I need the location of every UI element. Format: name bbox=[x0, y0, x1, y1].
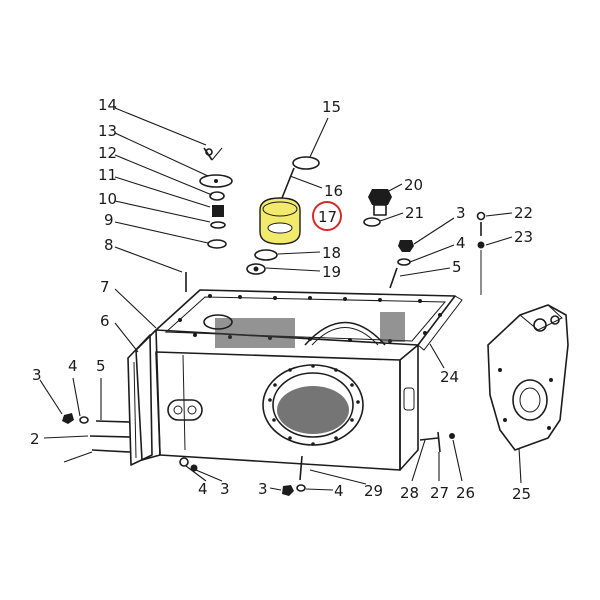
bolt-group-right-top bbox=[389, 240, 414, 289]
washer-part-21 bbox=[363, 217, 381, 227]
callout-15: 15 bbox=[322, 98, 341, 116]
callout-28: 28 bbox=[400, 484, 419, 502]
studs-parts-26-28 bbox=[419, 431, 455, 453]
callout-21: 21 bbox=[405, 204, 424, 222]
plug-part-20 bbox=[368, 189, 392, 216]
callout-labels: 14 13 12 11 10 9 8 7 6 3 4 5 2 15 16 17 … bbox=[30, 96, 533, 503]
callout-3-bottom-center: 3 bbox=[258, 480, 268, 498]
callout-12: 12 bbox=[98, 144, 117, 162]
bolt-group-left bbox=[62, 413, 131, 453]
callout-5-left: 5 bbox=[96, 357, 106, 375]
callout-3-right: 3 bbox=[456, 204, 466, 222]
callout-8: 8 bbox=[104, 236, 114, 254]
bearing-part-17 bbox=[259, 197, 301, 245]
callout-13: 13 bbox=[98, 122, 117, 140]
callout-11: 11 bbox=[98, 166, 117, 184]
callout-25: 25 bbox=[512, 485, 531, 503]
callout-24: 24 bbox=[440, 368, 459, 386]
callout-3-bottom-left: 3 bbox=[220, 480, 230, 498]
callout-4-bottom-left: 4 bbox=[198, 480, 208, 498]
callout-7: 7 bbox=[100, 278, 110, 296]
ring-part-18 bbox=[254, 249, 278, 261]
callout-18: 18 bbox=[322, 244, 341, 262]
left-gasket bbox=[127, 334, 153, 466]
callout-19: 19 bbox=[322, 263, 341, 281]
callout-4-bottom-center: 4 bbox=[334, 482, 344, 500]
nut-part-19 bbox=[246, 263, 266, 275]
bolt-group-bottom-left bbox=[179, 457, 198, 472]
callout-6: 6 bbox=[100, 312, 110, 330]
filler-assembly-parts-9-14 bbox=[199, 147, 233, 249]
callout-27: 27 bbox=[430, 484, 449, 502]
bolt-group-bottom-center bbox=[282, 484, 306, 496]
callout-4-left: 4 bbox=[68, 357, 78, 375]
callout-3-left: 3 bbox=[32, 366, 42, 384]
callout-29: 29 bbox=[364, 482, 383, 500]
callout-2: 2 bbox=[30, 430, 40, 448]
pin-part-16 bbox=[281, 167, 295, 199]
leader-lines bbox=[39, 107, 522, 491]
callout-26: 26 bbox=[456, 484, 475, 502]
callout-22: 22 bbox=[514, 204, 533, 222]
callout-5-right: 5 bbox=[452, 258, 462, 276]
callout-10: 10 bbox=[98, 190, 117, 208]
callout-16: 16 bbox=[324, 182, 343, 200]
housing bbox=[135, 289, 463, 471]
stud-part-29 bbox=[299, 455, 303, 481]
callout-17: 17 bbox=[318, 208, 337, 226]
highlight-circle-part-17 bbox=[312, 201, 342, 231]
callout-4-right: 4 bbox=[456, 234, 466, 252]
snap-ring-part-15 bbox=[292, 156, 320, 170]
callout-20: 20 bbox=[404, 176, 423, 194]
bracket-part-25 bbox=[487, 304, 569, 451]
callout-23: 23 bbox=[514, 228, 533, 246]
bolt-part-22-23 bbox=[476, 211, 486, 295]
callout-9: 9 bbox=[104, 211, 114, 229]
callout-14: 14 bbox=[98, 96, 117, 114]
